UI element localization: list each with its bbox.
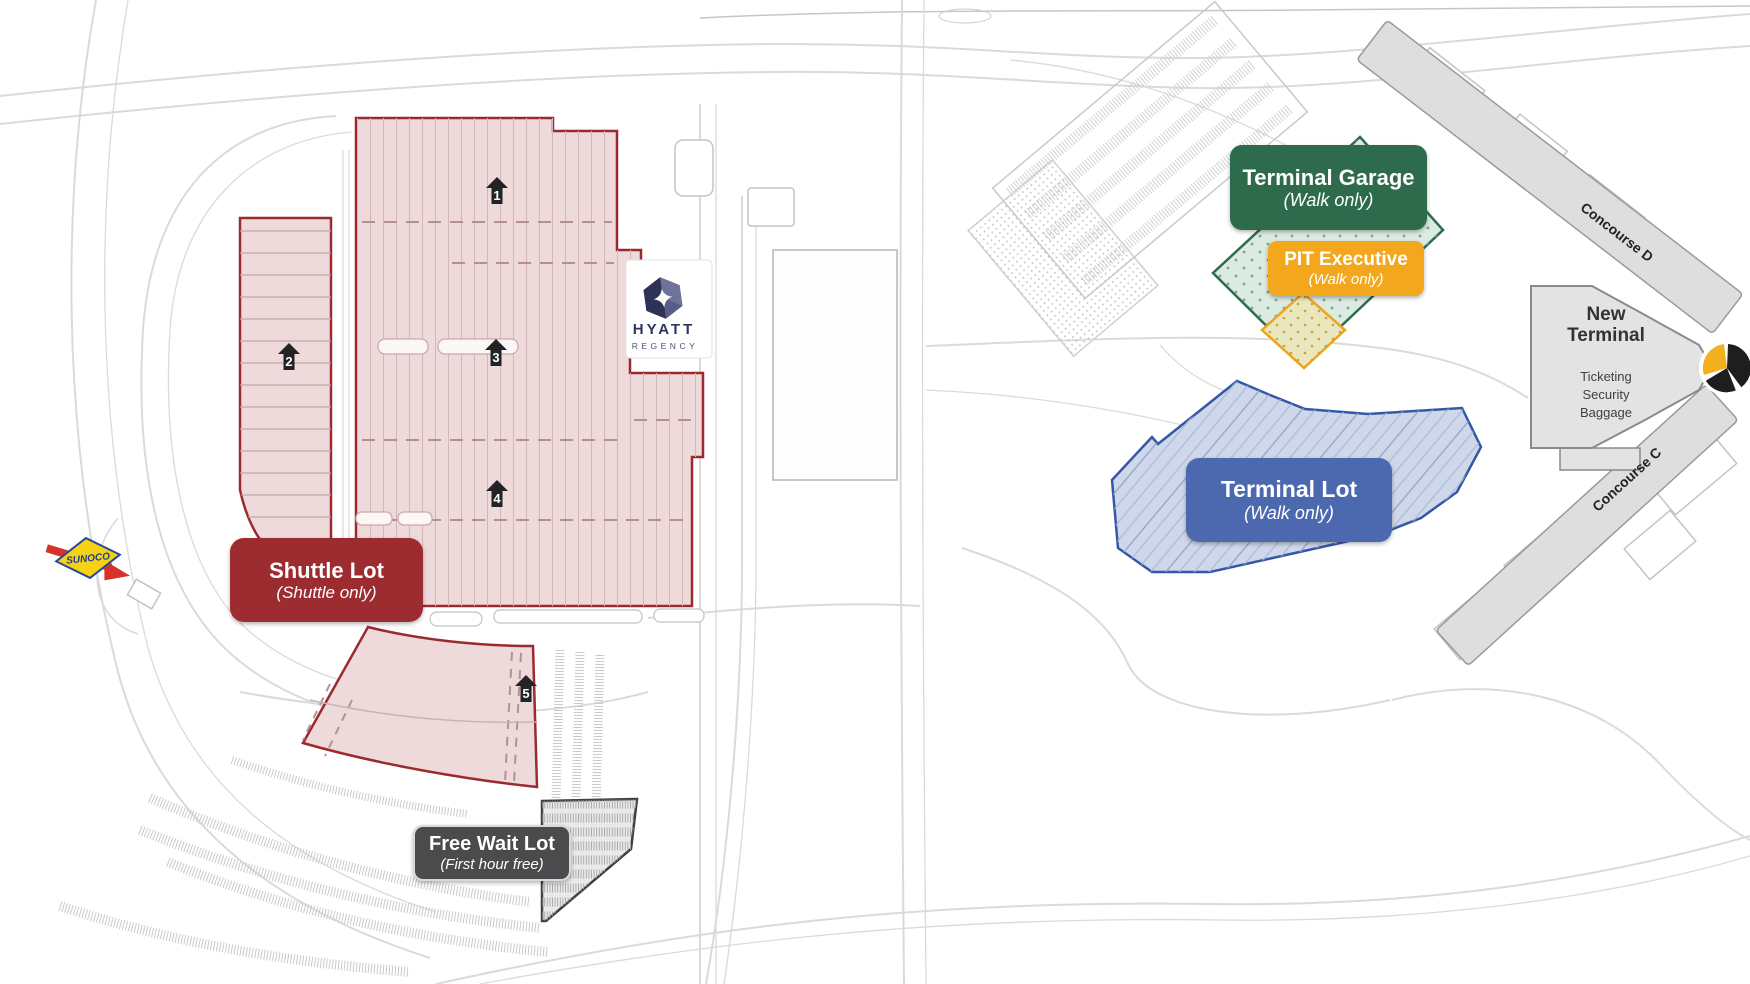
- new-terminal-label-line1: New: [1586, 304, 1625, 325]
- sunoco-logo: SUNOCO: [45, 536, 131, 581]
- pit-executive-title: PIT Executive: [1284, 248, 1408, 270]
- road-medians: [429, 608, 705, 627]
- free-wait-lot-title: Free Wait Lot: [429, 832, 555, 855]
- pit-airport-logo-icon: [1702, 344, 1750, 393]
- free-wait-lot-subtitle: (First hour free): [440, 855, 544, 873]
- concourse-c-strip: [1436, 385, 1738, 665]
- terminal-service-baggage: Baggage: [1580, 405, 1632, 420]
- concourse-d-strip: [1357, 21, 1743, 333]
- pit-executive-area: [1260, 291, 1347, 370]
- pit-executive-subtitle: (Walk only): [1308, 270, 1384, 288]
- marker-3-number: 3: [492, 350, 499, 365]
- parking-texture-layer: [58, 0, 1309, 977]
- marker-1: 1: [486, 177, 508, 204]
- marker-3: 3: [485, 339, 507, 366]
- terminal-lower-wing: [1559, 447, 1641, 471]
- hyatt-regency-logo: HYATT REGENCY: [625, 259, 713, 359]
- marker-1-number: 1: [493, 188, 500, 203]
- sunoco-wordmark: SUNOCO: [66, 551, 111, 567]
- terminal-garage-title: Terminal Garage: [1242, 164, 1415, 190]
- terminal-service-ticketing: Ticketing: [1580, 369, 1632, 384]
- marker-2: 2: [278, 343, 300, 370]
- new-terminal-label-line2: Terminal: [1567, 325, 1645, 346]
- terminal-lot-label: Terminal Lot (Walk only): [1186, 458, 1392, 542]
- marker-4: 4: [486, 480, 508, 507]
- marker-5: 5: [515, 675, 537, 702]
- shuttle-lot-subtitle: (Shuttle only): [276, 582, 377, 602]
- hyatt-wordmark: HYATT: [633, 321, 696, 338]
- pit-executive-label: PIT Executive (Walk only): [1268, 241, 1424, 296]
- terminal-lot-subtitle: (Walk only): [1244, 502, 1334, 523]
- terminal-complex: New Terminal Ticketing Security Baggage …: [1357, 21, 1750, 665]
- hyatt-hexagon-icon: [643, 277, 683, 319]
- marker-2-number: 2: [285, 354, 292, 369]
- terminal-garage-label: Terminal Garage (Walk only): [1230, 145, 1427, 230]
- terminal-service-security: Security: [1583, 387, 1630, 402]
- shuttle-lot-label: Shuttle Lot (Shuttle only): [230, 538, 423, 622]
- terminal-garage-subtitle: (Walk only): [1283, 189, 1374, 210]
- terminal-lot-title: Terminal Lot: [1220, 476, 1358, 503]
- free-wait-lot-label: Free Wait Lot (First hour free): [413, 825, 571, 881]
- hyatt-regency-wordmark: REGENCY: [632, 341, 699, 351]
- shuttle-lot-title: Shuttle Lot: [269, 557, 384, 583]
- shuttle-lot-areas: [238, 116, 705, 789]
- marker-4-number: 4: [493, 491, 501, 506]
- shuttle-stop-markers: 1 2 3 4 5: [278, 177, 537, 702]
- marker-5-number: 5: [522, 686, 529, 701]
